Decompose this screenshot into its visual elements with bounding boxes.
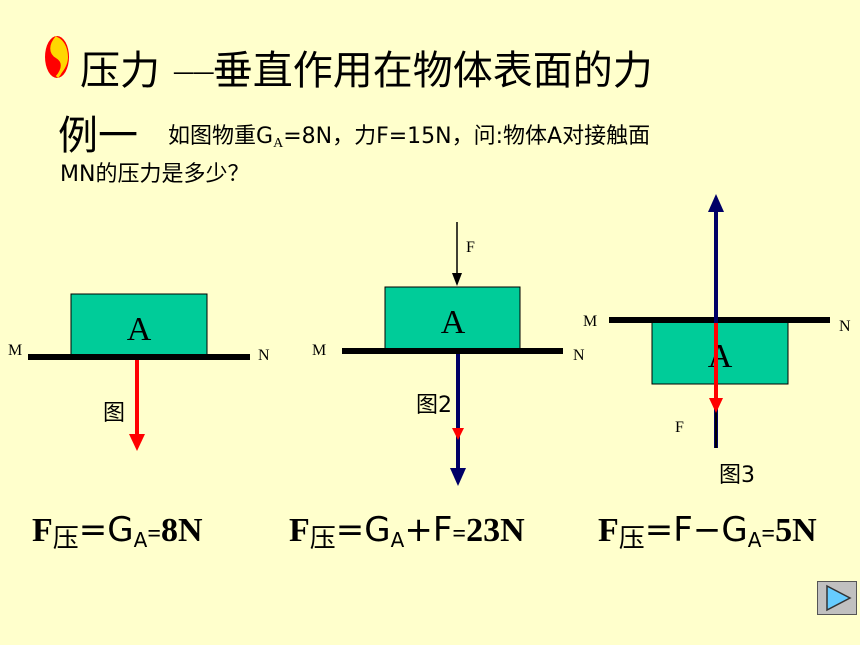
example-label: 例一 [58,113,138,159]
formula-2-gsub: A [390,528,405,552]
block-a-fig3 [651,321,789,385]
block-label-fig3: A [708,338,733,375]
formula-3-eq2: = [761,521,776,547]
formula-2: F压=GA+F=23N [289,510,525,555]
formula-3: F压=F−GA=5N [598,510,817,555]
caption-fig3: 图3 [719,463,755,488]
label-n-fig2: N [573,347,585,364]
question-line-1: 如图物重GA=8N，力F=15N，问:物体A对接触面 [168,118,650,152]
title-bullet-icon [45,36,69,78]
next-triangle-icon [826,584,852,612]
label-f-fig3: F [675,419,684,436]
label-f-fig2: F [466,239,475,256]
label-m-fig2: M [312,342,326,359]
question-line-2: MN的压力是多少？ [60,162,250,187]
formula-1: F压=GA=8N [32,510,203,555]
pressure-arrowhead-fig3 [709,398,723,413]
formula-3-g: G [721,510,748,550]
question-subscript: A [273,136,284,151]
formula-2-g: G [364,510,391,550]
caption-fig2: 图2 [416,393,452,418]
red-arrowhead-fig2 [452,428,464,440]
formula-3-gsub: A [747,528,762,552]
formula-3-eq: =F− [644,510,722,550]
formula-1-result: 8N [161,512,203,549]
page-title: 压力 ——垂直作用在物体表面的力 [80,38,653,96]
formula-2-f: F [289,512,310,549]
title-main: 压力 [80,48,160,94]
formula-3-f: F [598,512,619,549]
formula-1-g: G [107,510,134,550]
label-n-fig1: N [258,347,270,364]
formula-3-sub: 压 [618,524,645,554]
figure-3: A M N F 图3 [583,194,851,488]
formula-1-eq: = [78,510,108,550]
formula-2-eq2: = [452,521,467,547]
formula-2-sub: 压 [309,524,336,554]
question-part-2: =8N，力F=15N，问:物体A对接触面 [283,124,651,149]
formula-1-sub: 压 [52,524,79,554]
applied-force-arrowhead-fig2 [452,273,462,286]
formula-1-f: F [32,512,53,549]
pressure-arrowhead-fig2 [450,468,466,486]
label-n-fig3: N [839,318,851,335]
title-dash: —— [172,60,215,86]
title-definition: 垂直作用在物体表面的力 [212,48,653,94]
formula-2-result: 23N [466,512,525,549]
formula-1-eq2: = [147,521,162,547]
figure-2: F A M N 图2 [312,222,585,486]
block-label-fig2: A [441,304,466,341]
label-m-fig3: M [583,313,597,330]
caption-fig1: 图 [103,401,125,426]
label-m-fig1: M [8,342,22,359]
formula-2-plus: +F [404,510,453,550]
formula-3-result: 5N [775,512,817,549]
block-a-fig1 [70,293,208,357]
pressure-arrowhead-fig1 [129,434,145,451]
block-label-fig1: A [127,311,152,348]
applied-force-arrowhead-fig3 [708,194,724,212]
figure-1: A M N 图 [8,293,270,451]
next-slide-button[interactable] [817,581,857,615]
formula-1-gsub: A [133,528,148,552]
formula-2-eq: = [335,510,365,550]
question-part-1: 如图物重G [168,124,274,149]
block-a-fig2 [384,286,521,351]
